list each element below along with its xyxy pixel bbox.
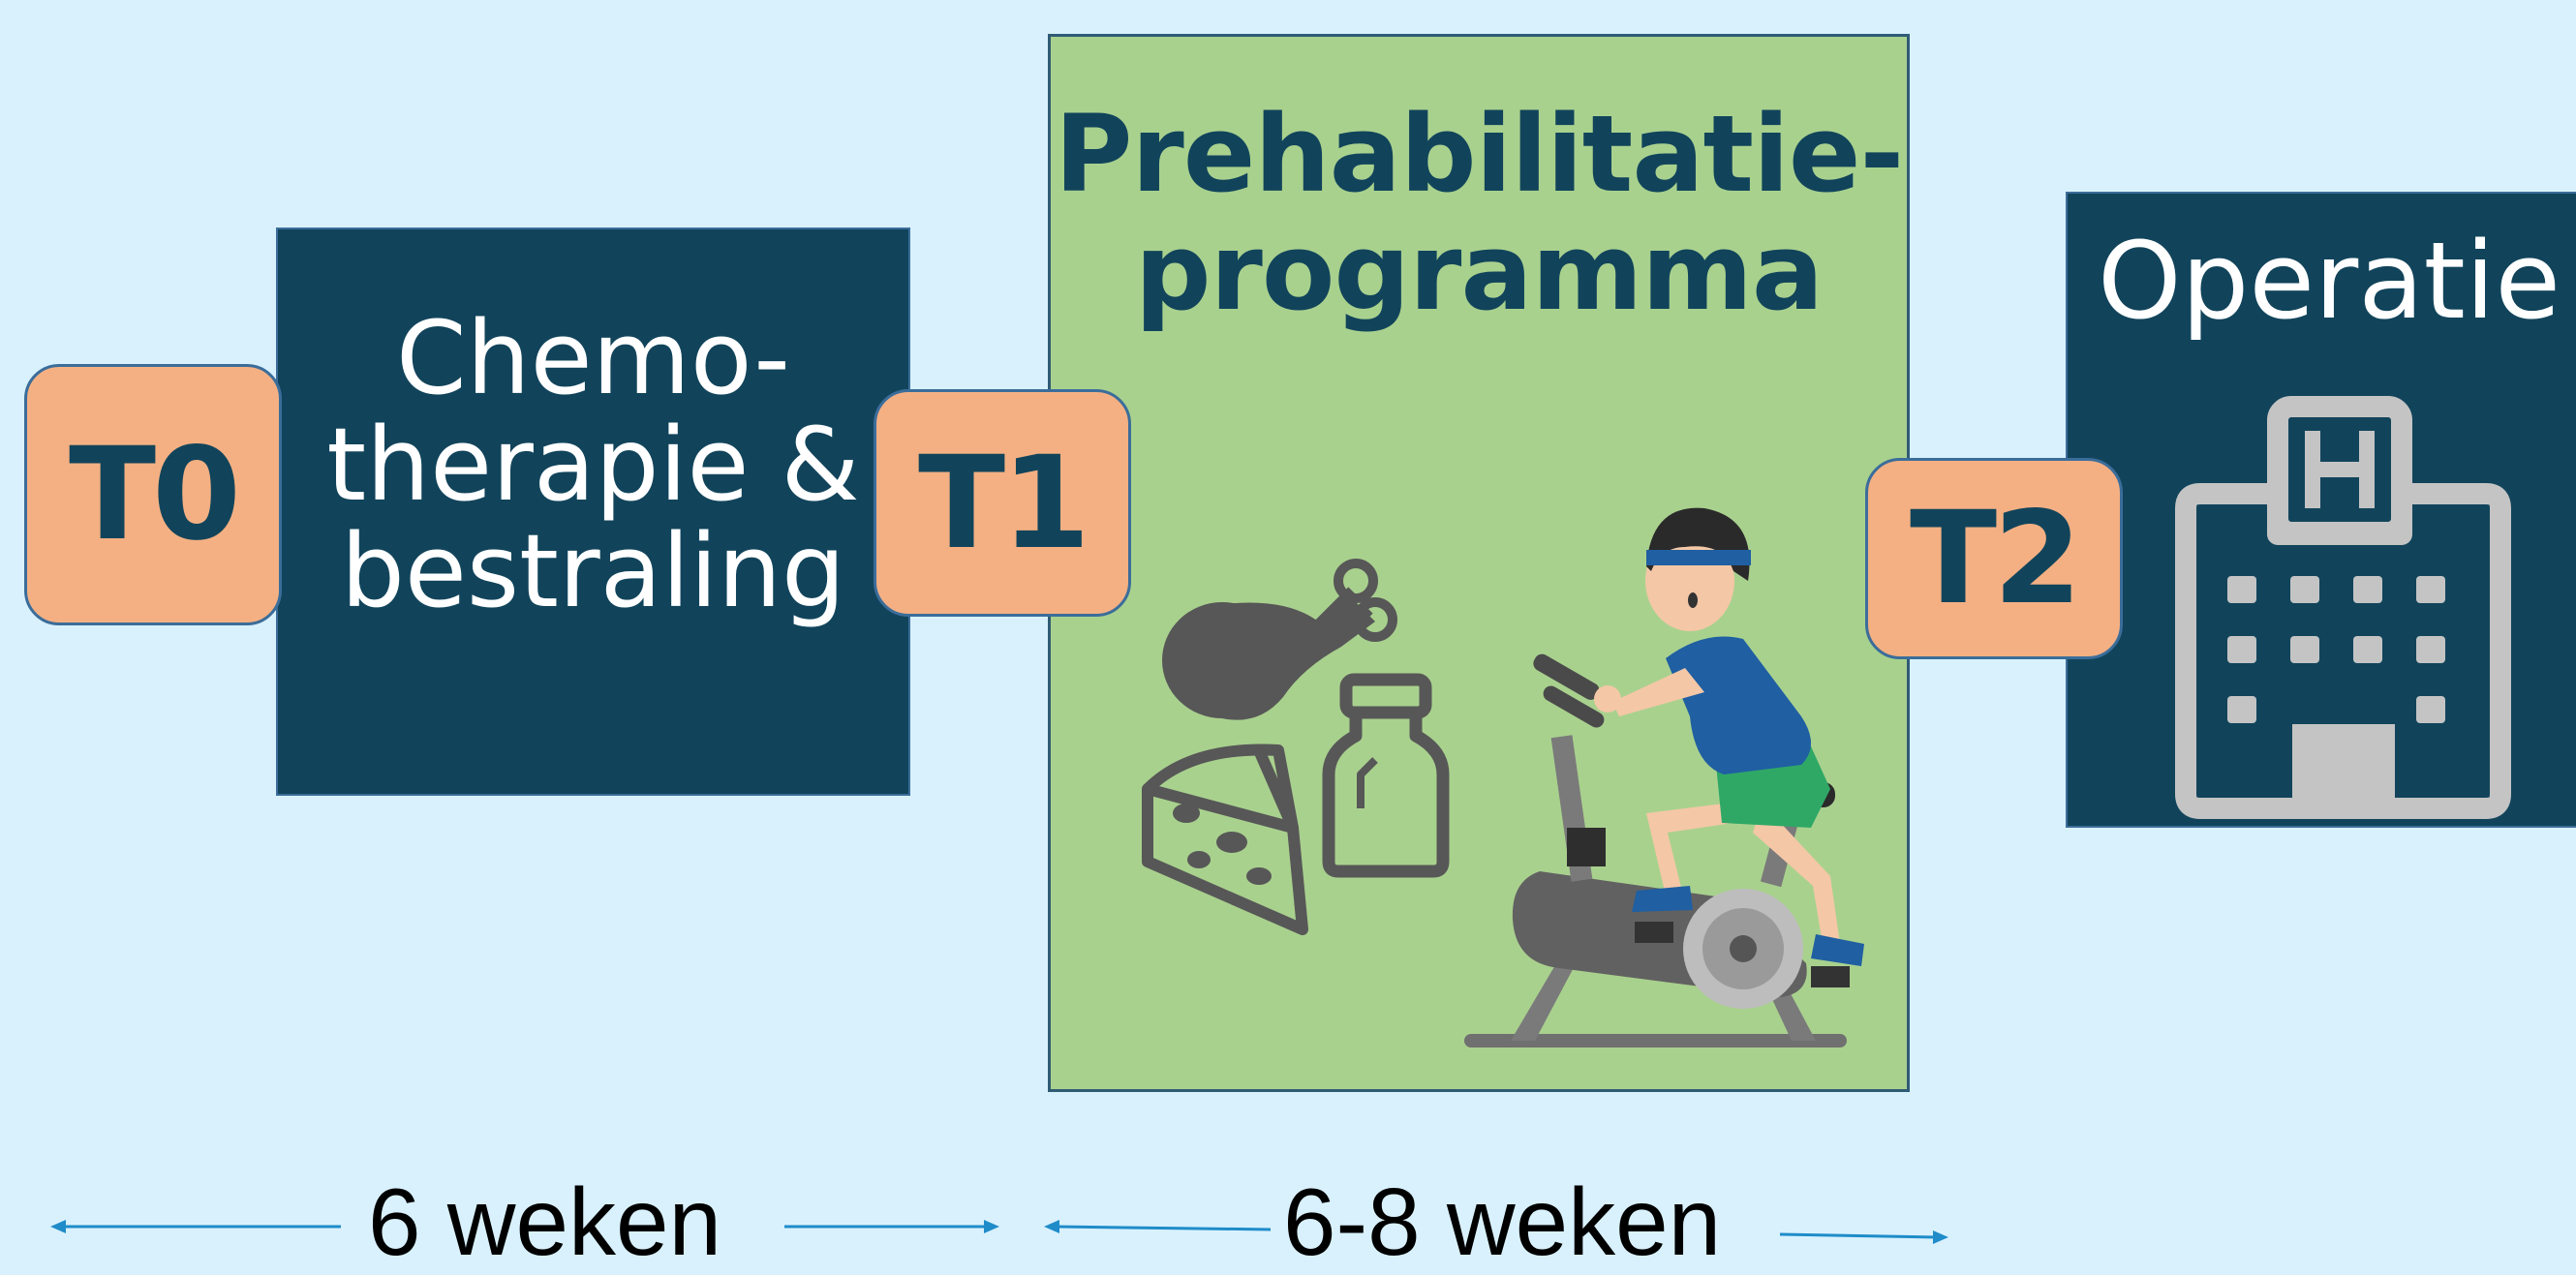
- timepoint-t1-badge: T1: [874, 389, 1131, 617]
- prehab-line-1: Prehabilitatie-: [1054, 92, 1904, 216]
- cheese-icon: [1142, 744, 1308, 935]
- arrow-6-8-weken-right: [1779, 1232, 1938, 1239]
- drumstick-icon: [1162, 559, 1397, 720]
- chemo-radiation-box: [276, 228, 910, 796]
- chemo-line-1: Chemo-: [396, 299, 790, 417]
- timepoint-t2-badge: T2: [1865, 458, 2123, 659]
- chemo-line-2: therapie &: [326, 406, 860, 524]
- hospital-icon: [2175, 396, 2511, 819]
- surgery-label: Operatie: [2097, 219, 2561, 343]
- chemo-radiation-label: Chemo- therapie & bestraling: [291, 305, 896, 624]
- prehabilitation-label: Prehabilitatie- programma: [1053, 95, 1905, 331]
- milk-bottle-icon: [1322, 673, 1450, 878]
- exercise-bike-icon: [1464, 507, 1864, 1047]
- arrow-6-8-weken-left: [1055, 1225, 1272, 1231]
- duration-6-weken: 6 weken: [368, 1169, 722, 1275]
- duration-6-8-weken: 6-8 weken: [1283, 1169, 1722, 1275]
- timepoint-t0-badge: T0: [24, 364, 282, 625]
- hospital-details: [2227, 431, 2445, 808]
- prehab-line-2: programma: [1134, 210, 1824, 334]
- chemo-line-3: bestraling: [340, 512, 846, 630]
